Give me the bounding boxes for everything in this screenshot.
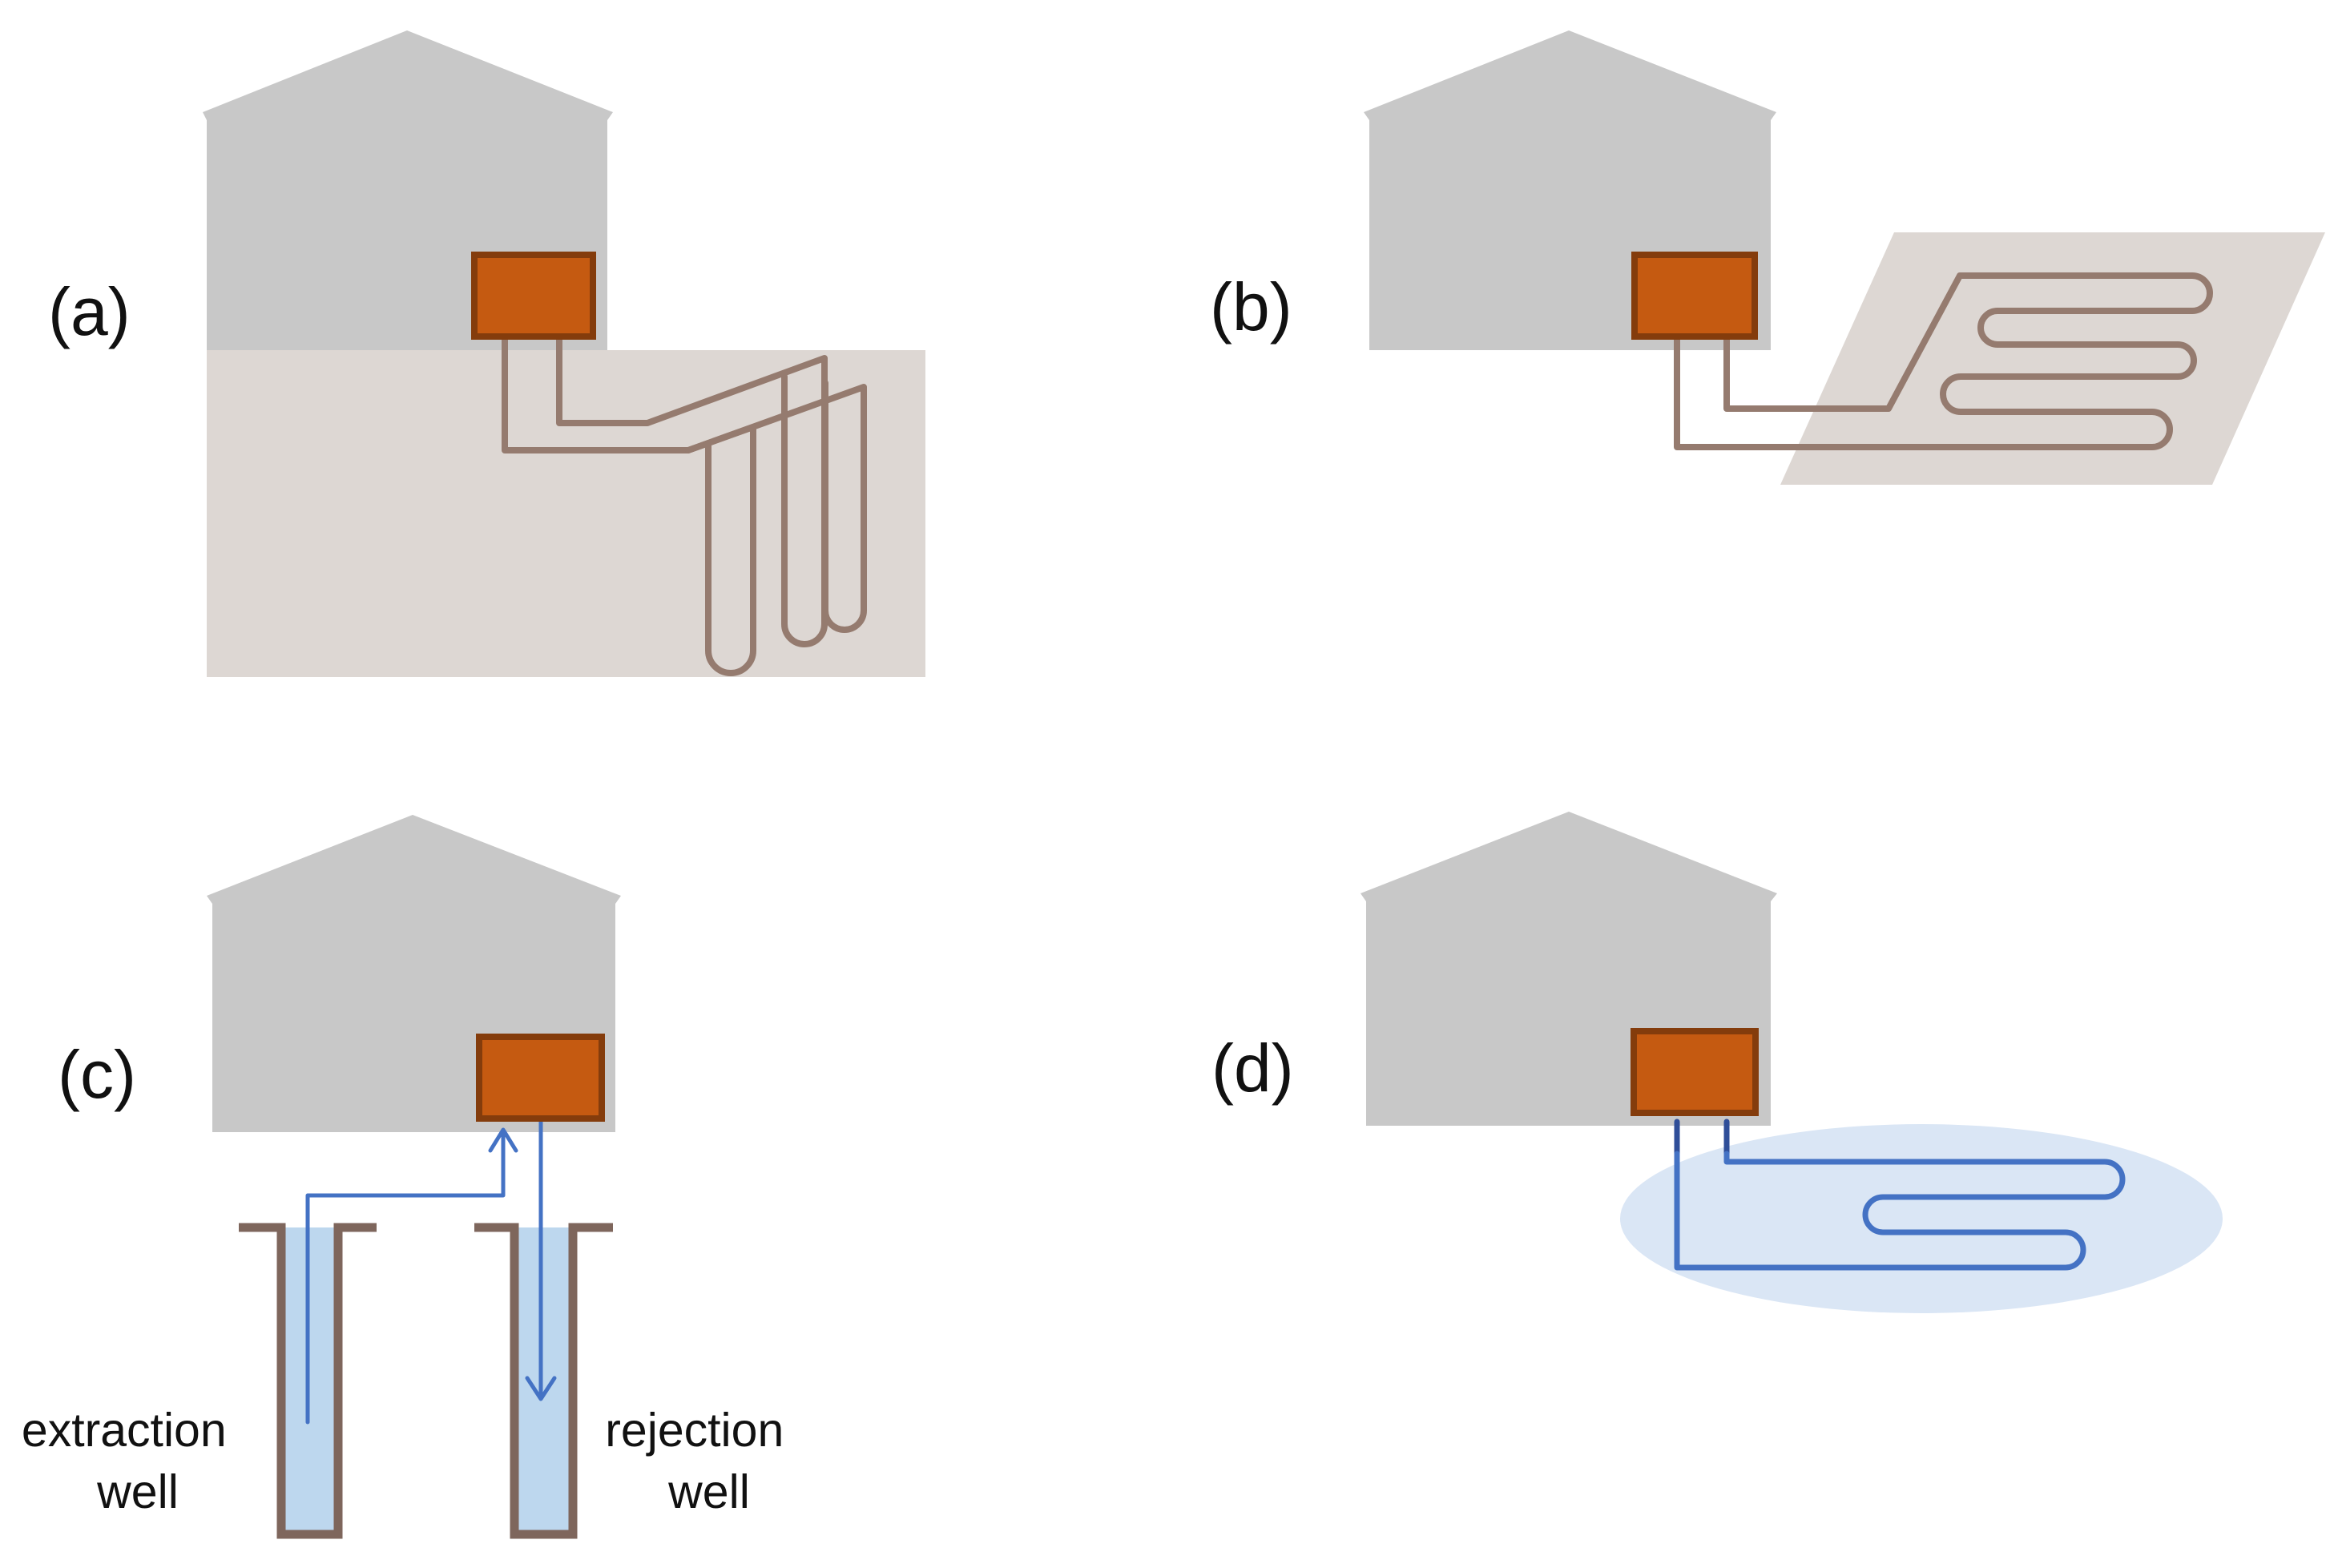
panel-b: (b)	[1210, 30, 2325, 485]
rejection-well-label-line1: rejection	[605, 1404, 784, 1457]
extraction-flow-arrowhead	[488, 1127, 518, 1153]
panel-d-heat-pump-unit	[1631, 1028, 1759, 1116]
extraction-well-label: extraction well	[22, 1404, 240, 1518]
extraction-flow-line	[305, 1129, 506, 1425]
panel-c-water-flow	[305, 1116, 557, 1425]
panel-c-heat-pump-unit	[476, 1034, 605, 1122]
panel-d-water-body	[1620, 1124, 2223, 1313]
rejection-well-casing	[474, 1223, 613, 1539]
panel-b-supply-pipe	[1674, 272, 2213, 450]
rejection-flow-arrowhead	[525, 1376, 557, 1401]
panel-a-return-pipe	[556, 333, 828, 647]
panel-b-heat-pump-unit	[1631, 252, 1758, 340]
panel-a-ground-loop	[502, 333, 867, 676]
rejection-well	[474, 1223, 613, 1539]
extraction-well-label-line1: extraction	[22, 1404, 227, 1457]
panel-d-water-loop	[1674, 1119, 2126, 1271]
panel-c-label: (c)	[58, 1037, 136, 1112]
panel-d-label: (d)	[1211, 1030, 1294, 1106]
panel-b-label: (b)	[1210, 269, 1292, 345]
panel-a: (a)	[48, 30, 925, 677]
panel-a-label: (a)	[48, 274, 131, 349]
extraction-well-label-line2: well	[96, 1465, 179, 1518]
panel-b-ground-plane	[1780, 232, 2325, 485]
panel-d-submerged-loop	[1674, 1151, 2126, 1271]
panel-a-loop-1	[685, 424, 756, 676]
rejection-well-label: rejection well	[605, 1404, 796, 1518]
panel-a-ground	[207, 350, 925, 677]
rejection-well-label-line2: well	[667, 1465, 750, 1518]
rejection-well-water	[514, 1227, 573, 1534]
panel-b-horizontal-loop	[1674, 272, 2213, 450]
panel-a-heat-pump-unit	[471, 252, 596, 340]
panel-d: (d)	[1211, 812, 2223, 1313]
extraction-well-casing	[239, 1223, 377, 1539]
panel-c: (c) extraction well rejection well	[22, 815, 796, 1539]
